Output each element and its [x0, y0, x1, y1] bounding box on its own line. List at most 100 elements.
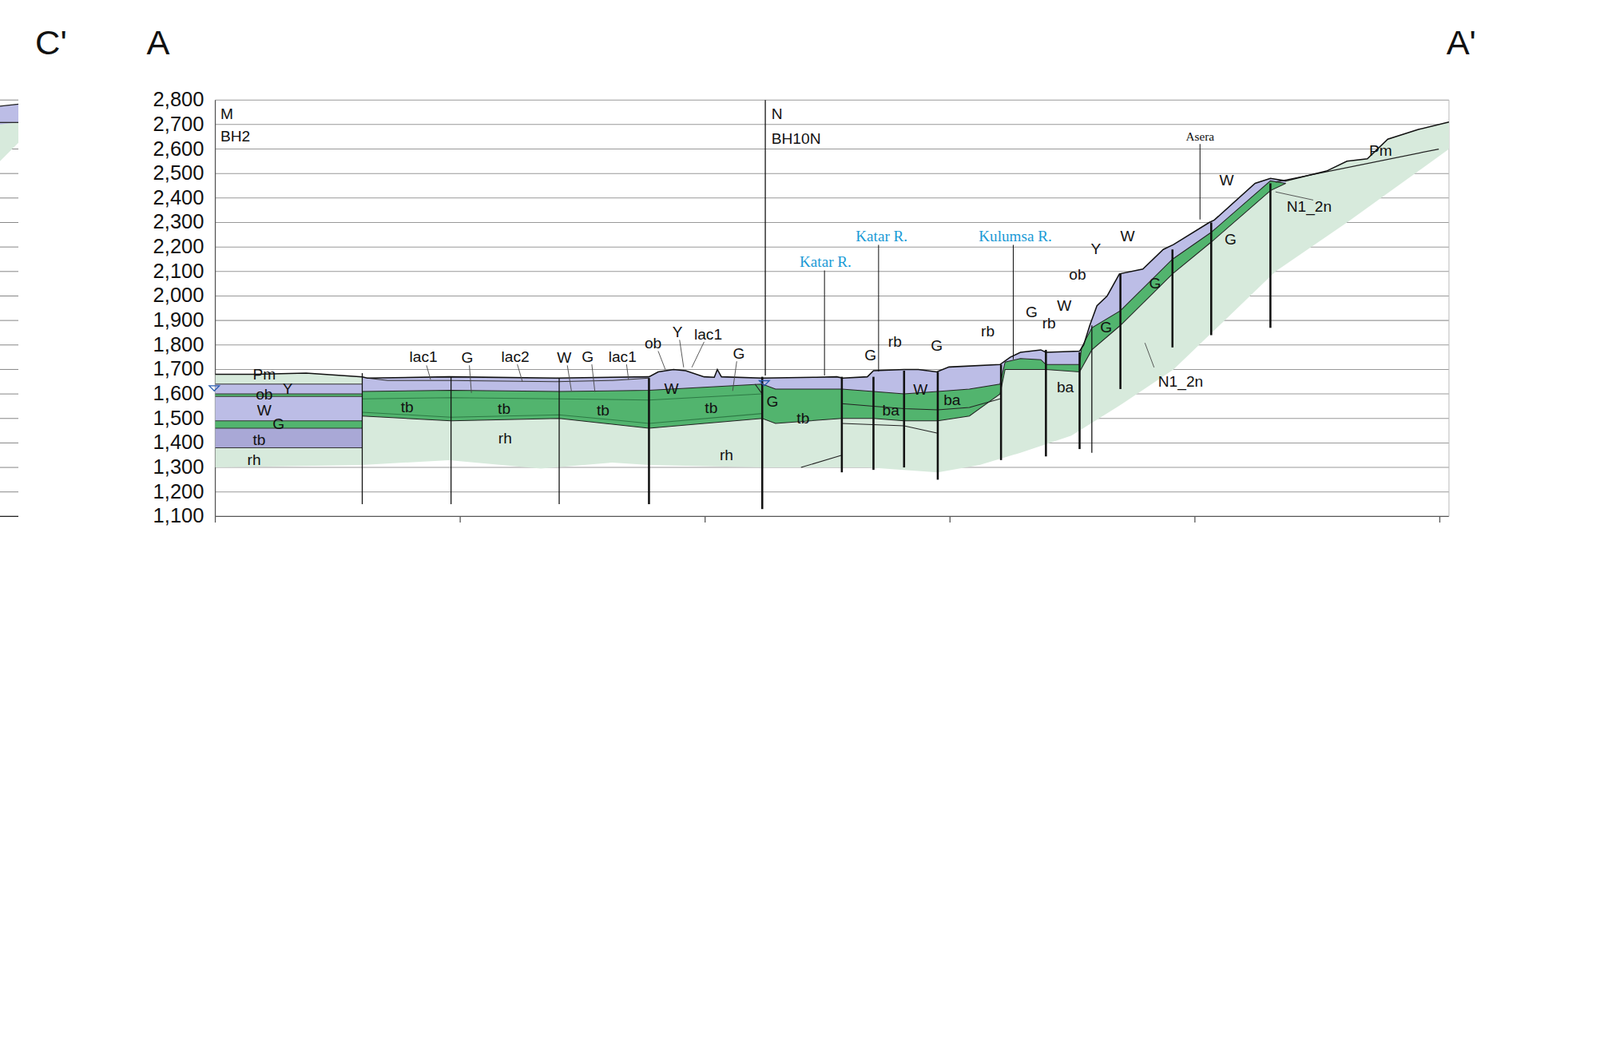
unit-label: Y: [672, 325, 683, 341]
layer-line: [361, 180, 1286, 394]
axis-tick: [0, 344, 19, 346]
axis-tick: [0, 99, 19, 101]
leader-line: [517, 364, 523, 382]
unit-label: G: [461, 350, 474, 366]
axis-label: 1,100: [153, 506, 205, 528]
axis-tick: [459, 516, 461, 523]
unit-label: lac1: [409, 349, 438, 366]
unit-label: tb: [400, 399, 414, 415]
axis-tick: [704, 516, 706, 523]
unit-label: G: [732, 346, 745, 362]
fault-line: [1091, 325, 1092, 453]
unit-label: W: [663, 381, 679, 397]
axis-label: 1,500: [153, 408, 205, 429]
leader-line: [824, 270, 826, 377]
unit-label: G: [1099, 319, 1112, 335]
layer-line: [801, 455, 842, 468]
axis-tick: [1194, 516, 1196, 523]
layer-line: [361, 412, 763, 424]
fault-line: [1171, 249, 1174, 348]
water-level-symbol: [758, 380, 770, 386]
unit-label: tb: [704, 400, 718, 416]
fault-line: [361, 373, 363, 505]
axis-tick: [0, 417, 19, 419]
unit-label: ba: [882, 402, 900, 418]
axis-tick: [949, 516, 951, 523]
unit-label: tb: [796, 410, 810, 426]
layer-line: [0, 122, 19, 124]
place-label: Katar R.: [855, 229, 908, 245]
unit-label: ob: [644, 336, 662, 352]
unit-label: G: [1149, 276, 1162, 292]
axis-line: [215, 516, 1450, 517]
leader-line: [679, 339, 684, 367]
grid-line: [215, 344, 1450, 346]
axis-label: 1,800: [153, 334, 205, 356]
unit-label: W: [1120, 229, 1136, 245]
unit-label: lac1: [608, 349, 637, 366]
leader-line: [658, 350, 666, 370]
borehole-label: M: [220, 106, 234, 122]
tb-layer: [361, 180, 1286, 429]
unit-label: ob: [255, 387, 273, 403]
axis-label: 1,600: [153, 383, 205, 405]
unit-label: rb: [980, 324, 995, 340]
axis-label: 2,100: [153, 261, 205, 282]
unit-label: W: [257, 402, 272, 418]
axis-label: 2,400: [153, 187, 205, 209]
leader-line: [626, 364, 629, 380]
layer-block: [215, 428, 363, 449]
borehole-line: [764, 99, 766, 376]
place-label: Katar R.: [799, 254, 852, 270]
unit-label: ba: [1056, 380, 1074, 396]
leader-line: [732, 361, 737, 391]
water-level-symbol: [209, 385, 220, 391]
unit-label: rb: [1042, 315, 1057, 331]
rh-layer: [215, 122, 1450, 473]
grid-line: [215, 99, 1450, 101]
axis-line: [0, 516, 19, 517]
unit-label: Y: [282, 381, 294, 397]
layer-line: [754, 384, 763, 394]
unit-label: G: [766, 394, 779, 410]
axis-tick: [0, 467, 19, 469]
axis-tick: [0, 222, 19, 223]
unit-label: W: [1056, 298, 1072, 314]
fault-line: [1119, 273, 1122, 390]
fault-line: [1044, 349, 1048, 457]
axis-tick: [0, 173, 19, 175]
leader-line: [591, 364, 596, 392]
surface-line: [215, 122, 1450, 378]
axis-label: 2,000: [153, 285, 205, 307]
axis-tick: [0, 295, 19, 297]
layer-line: [361, 393, 763, 401]
axis-label: 1,400: [153, 432, 205, 454]
axis-tick: [0, 442, 19, 444]
layer-fragment: [0, 103, 19, 125]
axis-label: 2,600: [153, 138, 205, 160]
unit-label: W: [1218, 173, 1234, 189]
unit-label: Pm: [1369, 142, 1393, 159]
fault-line: [841, 377, 844, 473]
section-letter: A': [1446, 25, 1477, 60]
unit-label: tb: [497, 401, 511, 417]
fault-line: [647, 377, 651, 505]
axis-tick: [0, 270, 19, 272]
fault-line: [903, 370, 906, 468]
axis-label: 1,300: [153, 456, 205, 478]
layer-block: [215, 396, 363, 421]
fault-line: [872, 377, 875, 471]
grid-line: [215, 148, 1450, 150]
leader-line: [1144, 342, 1154, 368]
fault-line: [1078, 352, 1081, 449]
leader-line: [1012, 245, 1014, 360]
axis-tick: [0, 369, 19, 370]
grid-line: [215, 369, 1450, 370]
grid-line: [215, 516, 1450, 517]
unit-label: G: [272, 416, 285, 433]
leader-line: [426, 365, 431, 380]
unit-label: G: [864, 347, 877, 363]
axis-tick: [0, 320, 19, 322]
leader-line: [1199, 143, 1201, 220]
